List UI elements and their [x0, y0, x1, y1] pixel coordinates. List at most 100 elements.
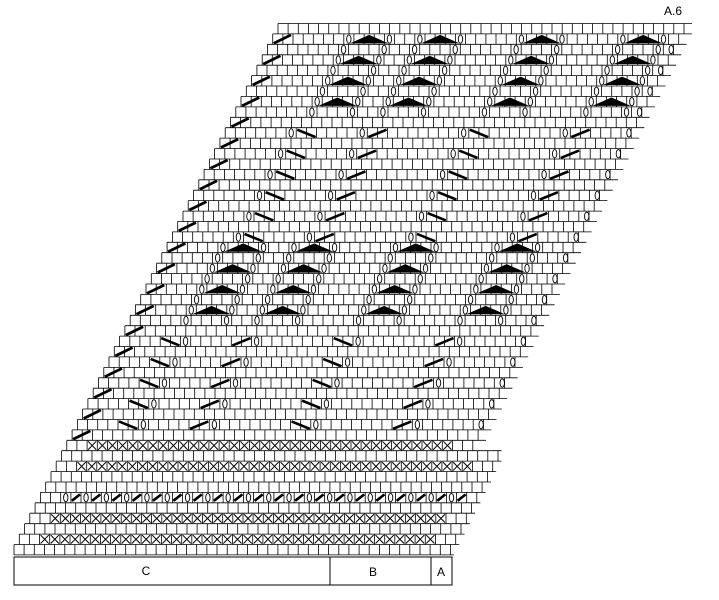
yarn-over-mark	[326, 253, 332, 263]
cross-stitch-mark	[81, 513, 91, 524]
eyelet-row	[63, 492, 467, 503]
yarn-over-mark	[310, 284, 317, 294]
yarn-over-mark	[433, 242, 439, 253]
yarn-over-mark	[408, 232, 414, 242]
edge-decrease-mark	[230, 117, 250, 128]
slanted-decrease-mark	[357, 149, 377, 160]
cross-stitch-mark	[355, 513, 365, 524]
yarn-over-mark	[531, 315, 537, 326]
cross-stitch-mark	[229, 440, 239, 451]
yarn-over-mark	[520, 336, 526, 346]
yarn-over-mark	[321, 263, 327, 274]
yarn-over-mark	[489, 399, 495, 409]
triangle-decrease-mark	[295, 243, 334, 252]
cross-stitch-mark	[263, 513, 273, 524]
slanted-decrease-mark	[91, 493, 102, 502]
yarn-over-mark	[243, 357, 249, 367]
cross-stitch-mark	[382, 440, 391, 451]
cross-stitch-mark	[192, 513, 202, 524]
yarn-over-mark	[429, 190, 435, 201]
yarn-over-mark	[199, 284, 205, 294]
yarn-over-mark	[605, 169, 611, 180]
yarn-over-mark	[435, 378, 442, 388]
triangle-decrease-mark	[602, 76, 642, 86]
cross-stitch-mark	[188, 461, 198, 471]
cross-stitch-mark	[250, 440, 260, 451]
yarn-over-mark	[370, 65, 377, 76]
yarn-over-mark	[636, 107, 643, 117]
yarn-over-mark	[377, 274, 383, 284]
yarn-over-mark	[346, 34, 352, 44]
yarn-over-mark	[660, 34, 667, 44]
triangle-decrease-mark	[385, 264, 425, 273]
yarn-over-mark	[559, 34, 565, 44]
edge-decrease-mark	[146, 283, 165, 295]
triangle-decrease-mark	[389, 97, 428, 106]
yarn-over-mark	[492, 86, 498, 96]
yarn-over-mark	[562, 253, 569, 263]
triangle-decrease-mark	[284, 264, 324, 273]
slanted-decrease-mark	[334, 493, 345, 502]
cross-stitch-mark	[253, 534, 263, 544]
yarn-over-mark	[411, 44, 418, 55]
yarn-over-mark	[222, 399, 228, 409]
cross-stitch-mark	[253, 513, 263, 524]
slanted-decrease-mark	[71, 493, 81, 502]
yarn-over-mark	[151, 399, 157, 409]
yarn-over-mark	[599, 76, 605, 86]
yarn-over-mark	[532, 86, 539, 96]
triangle-decrease-mark	[273, 285, 313, 294]
yarn-over-mark	[245, 274, 251, 284]
slanted-decrease-mark	[436, 493, 447, 502]
edge-decrease-mark	[209, 158, 229, 170]
yarn-over-mark	[366, 294, 372, 305]
edge-decrease-mark	[178, 221, 197, 233]
cross-stitch-mark	[70, 534, 80, 544]
yarn-over-mark	[253, 336, 260, 346]
yarn-over-mark	[478, 274, 484, 284]
cross-stitch-mark	[402, 440, 412, 451]
yarn-over-mark	[457, 315, 463, 326]
yarn-over-mark	[317, 211, 323, 221]
cross-stitch-mark	[422, 440, 432, 451]
yarn-over-mark	[478, 420, 484, 430]
cross-stitch-mark	[87, 440, 97, 451]
yarn-over-mark	[220, 242, 226, 253]
cross-stitch-mark	[354, 534, 364, 544]
yarn-over-mark	[382, 263, 388, 274]
cross-stitch-mark	[233, 534, 242, 544]
yarn-over-mark	[509, 232, 516, 242]
yarn-over-mark	[172, 357, 178, 367]
yarn-over-mark	[294, 315, 301, 326]
cross-stitch-mark	[330, 461, 340, 471]
slanted-decrease-mark	[301, 399, 321, 410]
cross-stitch-mark	[111, 513, 121, 524]
yarn-over-mark	[588, 97, 594, 107]
slanted-decrease-mark	[336, 191, 356, 201]
yarn-over-mark	[277, 149, 284, 159]
yarn-over-mark	[124, 492, 130, 503]
slanted-decrease-mark	[456, 493, 467, 502]
yarn-over-mark	[232, 378, 239, 388]
triangle-decrease-mark	[511, 55, 551, 65]
yarn-over-mark	[428, 253, 434, 263]
cross-stitch-mark	[304, 534, 313, 544]
yarn-over-mark	[634, 86, 640, 96]
slanted-decrease-mark	[192, 493, 203, 502]
cross-stitch-mark	[263, 534, 273, 544]
yarn-over-mark	[347, 492, 353, 503]
cross-stitch-mark	[243, 534, 253, 544]
cross-stitch-mark	[290, 440, 300, 451]
triangle-decrease-mark	[396, 243, 436, 252]
yarn-over-mark	[604, 65, 610, 76]
yarn-over-mark	[401, 65, 407, 76]
yarn-over-mark	[256, 190, 263, 201]
cross-stitch-mark	[331, 440, 341, 451]
yarn-over-mark	[204, 274, 210, 284]
cross-stitch-mark	[168, 440, 178, 451]
cross-stitch-mark	[60, 513, 70, 524]
cross-stitch-mark	[442, 440, 452, 451]
yarn-over-mark	[541, 169, 547, 180]
cross-stitch-mark	[361, 461, 371, 471]
cross-stitch-mark	[131, 513, 141, 524]
